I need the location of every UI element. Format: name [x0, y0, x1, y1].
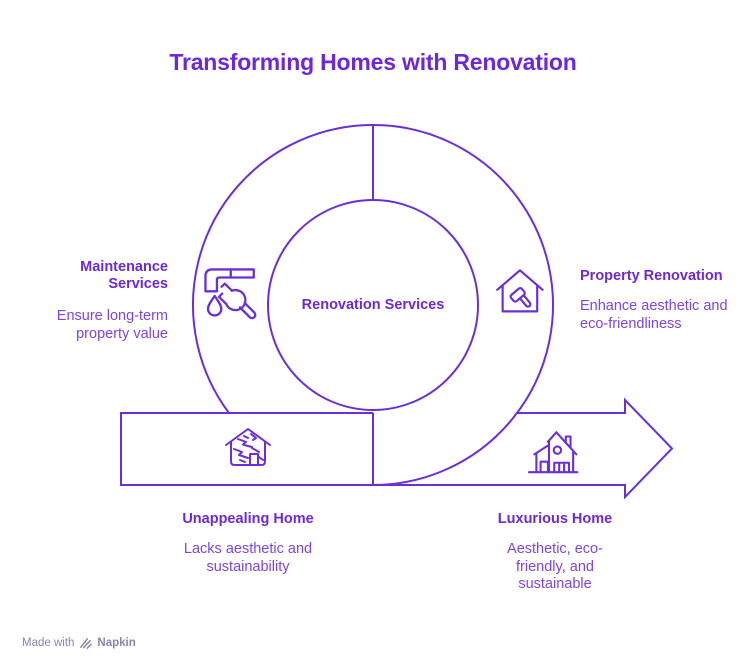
node-body: Ensure long-term property value	[56, 308, 168, 342]
node-heading: Property Renovation	[580, 268, 723, 284]
house-hammer-icon	[496, 269, 544, 313]
node-heading: Maintenance Services	[80, 259, 168, 293]
watermark: Made with Napkin	[22, 636, 136, 649]
pipe-drop-wrench-icon	[204, 268, 257, 320]
watermark-brand: Napkin	[97, 636, 136, 649]
watermark-prefix: Made with	[22, 636, 75, 649]
node-property-renovation: Property Renovation Enhance aesthetic an…	[580, 268, 728, 333]
flow-arrow-band	[120, 397, 674, 500]
node-body: Enhance aesthetic and eco-friendliness	[580, 298, 728, 332]
node-body: Lacks aesthetic and sustainability	[183, 541, 313, 575]
node-heading: Luxurious Home	[497, 511, 613, 527]
node-maintenance-services: Maintenance Services Ensure long-term pr…	[28, 259, 168, 344]
outer-ring-arc	[192, 124, 554, 486]
node-body: Aesthetic, eco-friendly, and sustainable	[507, 541, 603, 593]
cracked-house-icon	[225, 428, 271, 466]
node-heading: Unappealing Home	[182, 511, 314, 527]
modern-house-icon	[528, 431, 579, 474]
node-unappealing-home: Unappealing Home Lacks aesthetic and sus…	[178, 511, 318, 576]
node-luxurious-home: Luxurious Home Aesthetic, eco-friendly, …	[497, 511, 613, 594]
center-label: Renovation Services	[301, 297, 445, 313]
napkin-logo-icon	[80, 638, 93, 649]
page-title: Transforming Homes with Renovation	[169, 49, 577, 75]
